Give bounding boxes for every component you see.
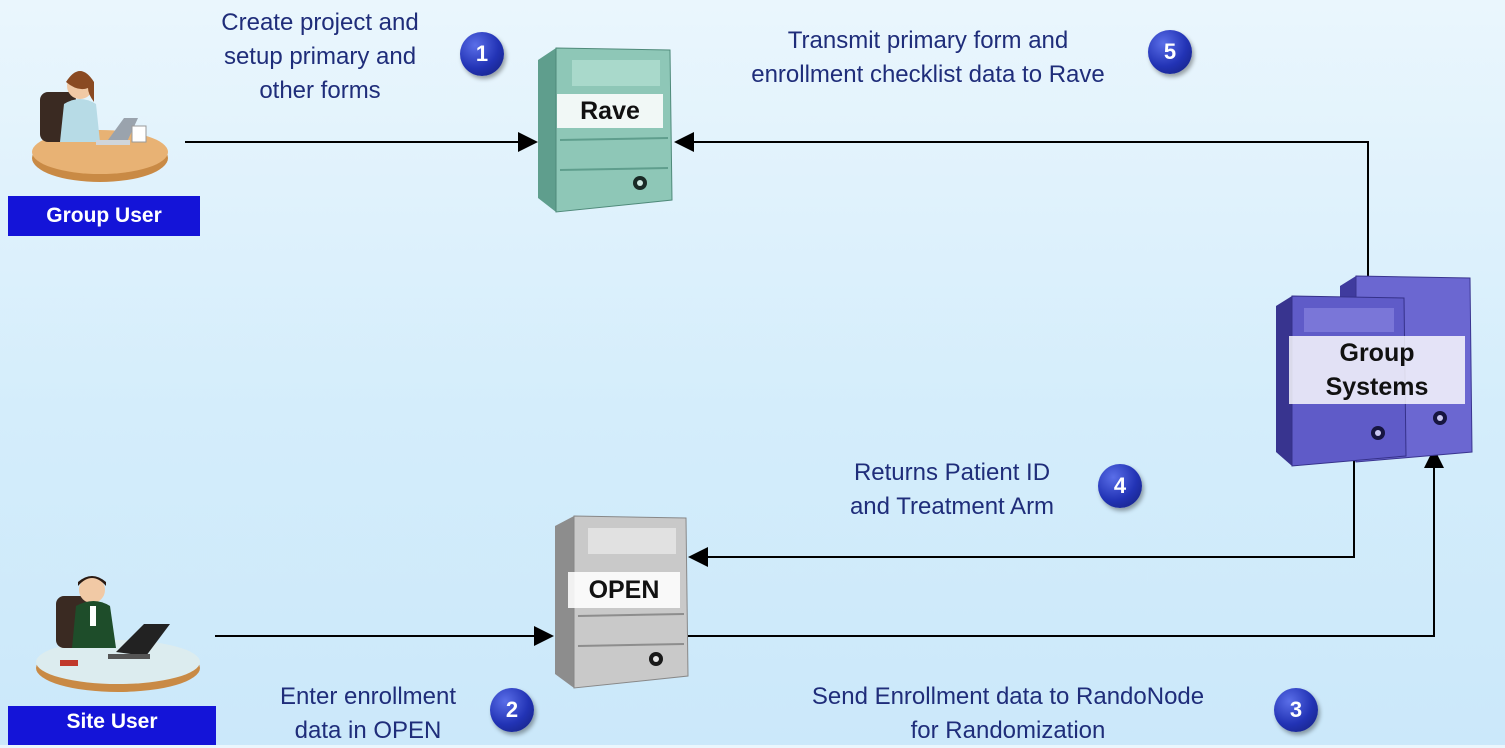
group-systems-label: Group Systems [1289, 336, 1465, 404]
step-1-badge: 1 [460, 32, 504, 76]
step-1-text: Create project and setup primary and oth… [200, 6, 440, 108]
group-systems-label-line2: Systems [1325, 373, 1429, 401]
open-label: OPEN [568, 572, 680, 608]
step-3-line: Send Enrollment data to RandoNode [811, 683, 1205, 710]
step-1-line: Create project and [221, 9, 419, 36]
step-4-badge: 4 [1098, 464, 1142, 508]
step-2-text: Enter enrollment data in OPEN [258, 680, 478, 748]
arrow-groupsystems-to-rave [674, 132, 1369, 280]
step-3-badge: 3 [1274, 688, 1318, 732]
site-user-label: Site User [8, 706, 216, 745]
step-2-badge: 2 [490, 688, 534, 732]
step-2-line: Enter enrollment [279, 683, 457, 710]
arrow-open-to-groupsystems [688, 448, 1444, 637]
step-4-line: and Treatment Arm [849, 493, 1055, 520]
step-3-line: for Randomization [910, 717, 1106, 744]
group-systems-label-line1: Group [1339, 339, 1415, 367]
step-5-text: Transmit primary form and enrollment che… [712, 24, 1144, 92]
group-user-label: Group User [8, 196, 200, 236]
step-4-text: Returns Patient ID and Treatment Arm [818, 456, 1086, 524]
step-4-line: Returns Patient ID [853, 459, 1051, 486]
step-5-badge: 5 [1148, 30, 1192, 74]
step-3-text: Send Enrollment data to RandoNode for Ra… [768, 680, 1248, 748]
step-5-line: enrollment checklist data to Rave [751, 61, 1105, 88]
step-1-line: setup primary and [223, 43, 417, 70]
rave-label: Rave [557, 94, 663, 128]
step-2-line: data in OPEN [294, 717, 442, 744]
step-1-line: other forms [259, 77, 381, 104]
arrow-groupsystems-to-open [688, 460, 1355, 567]
step-5-line: Transmit primary form and [787, 27, 1069, 54]
